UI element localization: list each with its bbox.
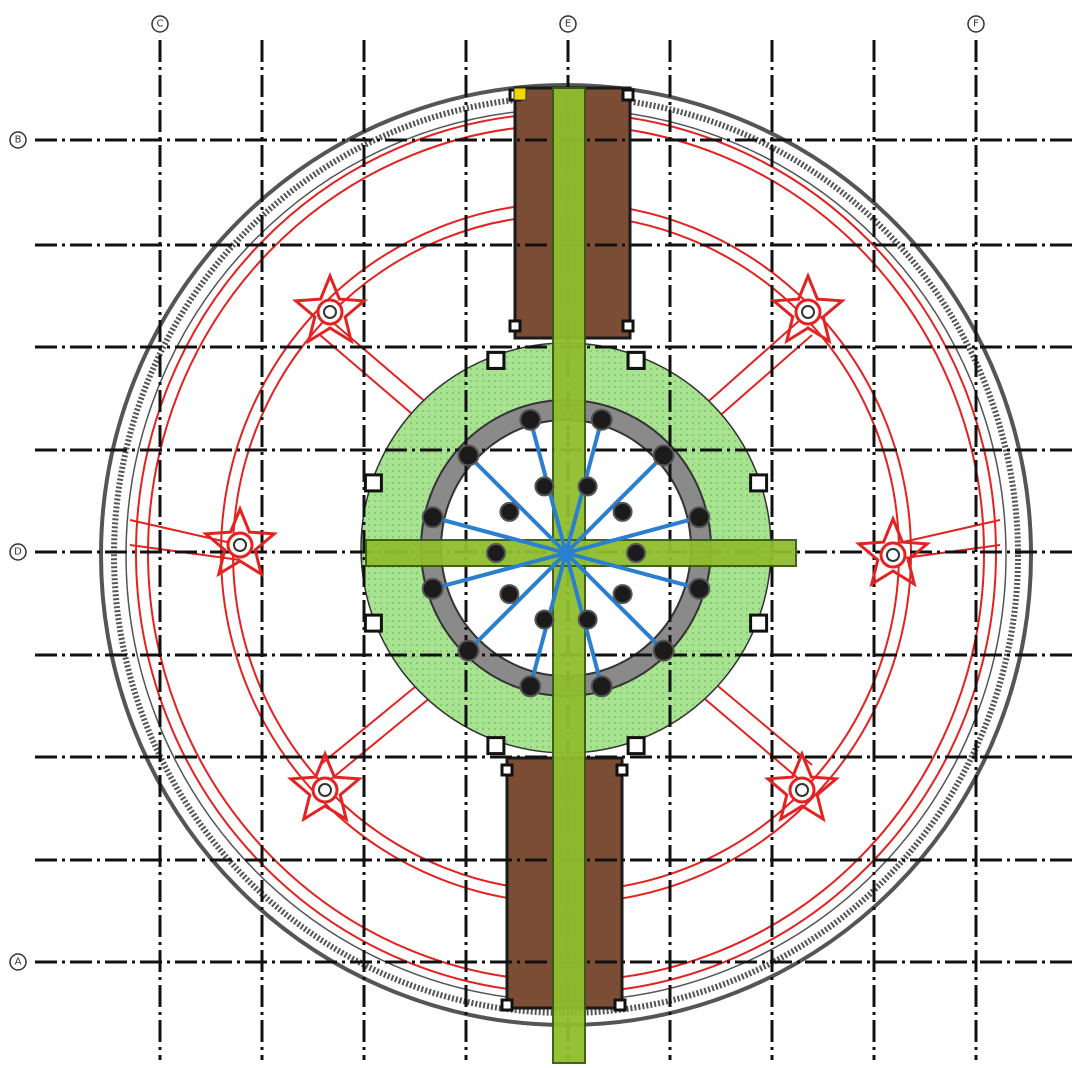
mount-icon bbox=[534, 609, 555, 630]
bracket-icon bbox=[615, 763, 629, 777]
bracket-icon bbox=[626, 350, 646, 370]
row-bubble-label: A bbox=[15, 957, 22, 968]
blue-spoke bbox=[468, 455, 568, 555]
column-bubble-c: C bbox=[151, 15, 169, 33]
column-bubble-f: F bbox=[967, 15, 985, 33]
row-bubble-d: D bbox=[9, 543, 27, 561]
row-bubble-b: B bbox=[9, 131, 27, 149]
column-bubble-label: C bbox=[157, 19, 164, 30]
bracket-icon bbox=[621, 88, 635, 102]
mount-icon bbox=[499, 501, 520, 522]
row-bubble-a: A bbox=[9, 953, 27, 971]
bracket-icon bbox=[626, 736, 646, 756]
blue-spoke bbox=[433, 551, 568, 590]
horizontal-walkway bbox=[365, 539, 797, 567]
blue-spoke bbox=[564, 551, 699, 590]
mount-icon bbox=[486, 543, 506, 563]
blue-spoke bbox=[433, 516, 568, 555]
star-node-icon bbox=[202, 505, 278, 578]
mount-icon bbox=[652, 639, 675, 662]
mount-icon bbox=[457, 444, 480, 467]
mount-icon bbox=[519, 408, 542, 431]
bracket-icon bbox=[749, 613, 769, 633]
bracket-icon bbox=[613, 998, 627, 1012]
mount-icon bbox=[626, 543, 646, 563]
star-node-icon bbox=[292, 272, 368, 345]
blue-spoke bbox=[468, 551, 568, 651]
mount-icon bbox=[577, 476, 598, 497]
star-node-icon bbox=[764, 750, 840, 823]
column-bubble-e: E bbox=[559, 15, 577, 33]
mount-icon bbox=[590, 408, 613, 431]
star-node-icon bbox=[770, 272, 846, 345]
mount-icon bbox=[519, 675, 542, 698]
bracket-icon bbox=[500, 763, 514, 777]
bracket-icon bbox=[363, 613, 383, 633]
bracket-icon bbox=[363, 473, 383, 493]
inner-mounts bbox=[421, 408, 711, 698]
outer-ring-hatch bbox=[111, 94, 1021, 1016]
row-bubble-label: D bbox=[14, 547, 22, 558]
mount-icon bbox=[499, 584, 520, 605]
bracket-icon bbox=[621, 319, 635, 333]
mount-icon bbox=[688, 577, 711, 600]
mount-icon bbox=[612, 584, 633, 605]
mount-icon bbox=[457, 639, 480, 662]
bracket-icon bbox=[486, 350, 506, 370]
mount-icon bbox=[688, 506, 711, 529]
star-node-icon bbox=[855, 515, 931, 588]
mount-icon bbox=[421, 577, 444, 600]
mount-icon bbox=[652, 444, 675, 467]
vertical-walkway bbox=[552, 87, 586, 1064]
mount-icon bbox=[534, 476, 555, 497]
red-star-nodes bbox=[202, 272, 931, 823]
mount-icon bbox=[577, 609, 598, 630]
bracket-icon bbox=[749, 473, 769, 493]
bracket-icon bbox=[500, 998, 514, 1012]
row-bubble-label: B bbox=[15, 135, 22, 146]
grid-bubbles: C E F B D A bbox=[9, 15, 985, 971]
star-node-icon bbox=[287, 750, 363, 823]
bracket-icon bbox=[486, 736, 506, 756]
column-bubble-label: E bbox=[565, 19, 571, 30]
mount-icon bbox=[421, 506, 444, 529]
mount-icon bbox=[590, 675, 613, 698]
marker-icon bbox=[513, 87, 527, 101]
bracket-icon bbox=[508, 319, 522, 333]
outer-brackets bbox=[363, 88, 769, 1012]
column-bubble-label: F bbox=[973, 19, 979, 30]
blue-spoke bbox=[564, 455, 664, 555]
blue-spoke bbox=[564, 516, 699, 555]
mount-icon bbox=[612, 501, 633, 522]
blue-spoke bbox=[564, 551, 664, 651]
